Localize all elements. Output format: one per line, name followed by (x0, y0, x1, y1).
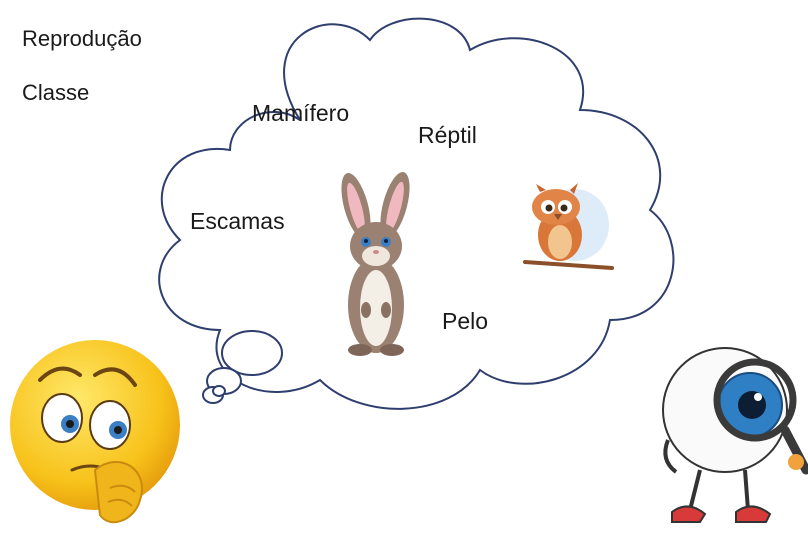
cloud-word-escamas: Escamas (190, 208, 285, 234)
label-reproducao: Reprodução (22, 26, 142, 51)
cloud-word-reptil: Réptil (418, 122, 477, 148)
cloud-word-pelo: Pelo (442, 308, 489, 334)
label-classe: Classe (22, 80, 90, 105)
cloud-word-mamifero: Mamífero (252, 100, 350, 126)
